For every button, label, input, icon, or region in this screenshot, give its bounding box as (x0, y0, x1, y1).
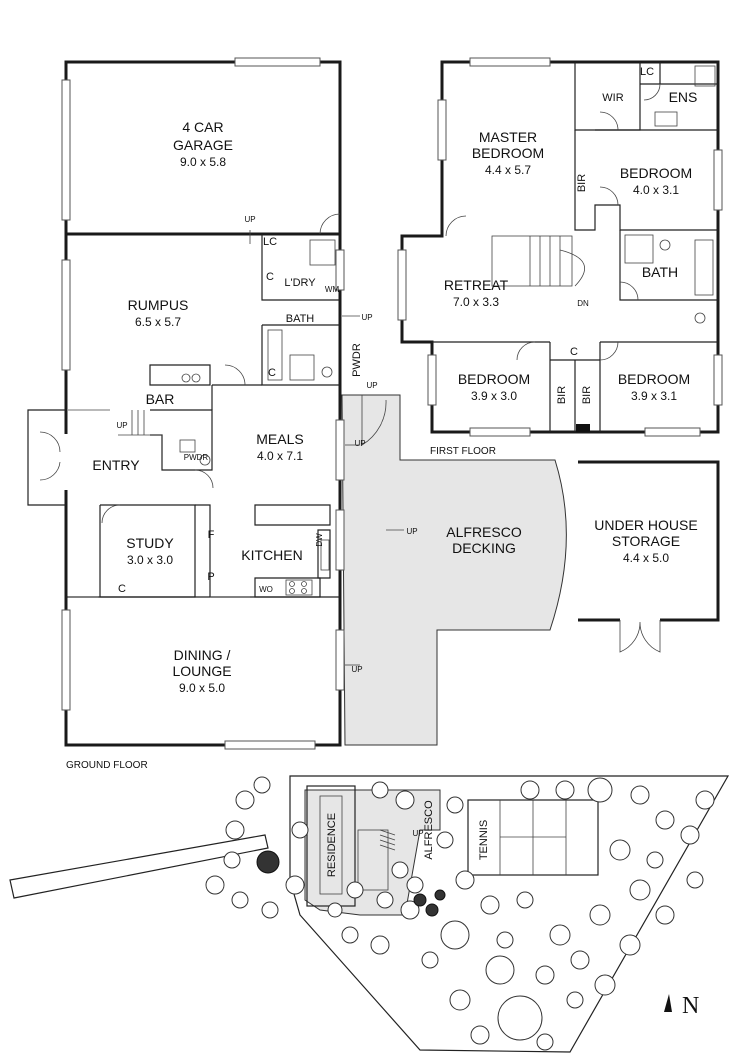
alfresco-deck-area (341, 394, 567, 746)
hall-cupboard-label: C (570, 346, 578, 358)
rumpus-label: RUMPUS (128, 297, 189, 313)
dining-dims: 9.0 x 5.0 (179, 681, 225, 695)
bedroom1-dims: 4.0 x 3.1 (633, 183, 679, 197)
first-floor-label: FIRST FLOOR (430, 446, 496, 457)
stairs-down-label: DN (577, 299, 589, 308)
entry-up-label: UP (116, 421, 127, 430)
under-house-storage: UNDER HOUSE STORAGE 4.4 x 5.0 (578, 460, 720, 653)
alfresco-label-line2: DECKING (452, 540, 516, 556)
retreat-dims: 7.0 x 3.3 (453, 295, 499, 309)
garage-up-label: UP (244, 215, 255, 224)
master-label-line1: MASTER (479, 129, 537, 145)
powder-label: PWDR (351, 343, 363, 377)
study-label: STUDY (126, 535, 174, 551)
tennis-label: TENNIS (478, 820, 490, 860)
ensuite-label: ENS (669, 89, 698, 105)
side-up-label: UP (361, 313, 372, 322)
north-arrow: N (664, 993, 699, 1019)
dishwasher-label: DW (315, 533, 324, 547)
first-floor-plan (397, 57, 723, 437)
trees (205, 776, 715, 1051)
lounge-up-label: UP (351, 665, 362, 674)
bedroom3-bir-label: BIR (581, 386, 593, 404)
master-bir-label: BIR (576, 174, 588, 192)
powder-small-label: PWDR (184, 453, 209, 462)
ground-floor-label: GROUND FLOOR (66, 760, 148, 771)
entry-porch (27, 409, 66, 506)
master-label-line2: BEDROOM (472, 145, 544, 161)
linen-cupboard-label: LC (263, 236, 277, 248)
entry-label: ENTRY (92, 457, 140, 473)
pantry-label: P (207, 571, 214, 583)
bedroom3-label: BEDROOM (618, 371, 690, 387)
alfresco-label-line1: ALFRESCO (446, 524, 522, 540)
north-label: N (682, 993, 699, 1019)
site-plan: RESIDENCE ALFRESCO TENNIS UP (9, 775, 730, 1053)
first-floor-labels: MASTER BEDROOM 4.4 x 5.7 WIR ENS LC BEDR… (430, 66, 697, 457)
alfresco-up-label: UP (406, 527, 417, 536)
bedroom2-label: BEDROOM (458, 371, 530, 387)
arrows (68, 230, 360, 666)
dining-label-line1: DINING / (174, 647, 231, 663)
site-up-label: UP (412, 829, 423, 838)
fridge-label: F (208, 529, 215, 541)
ensuite-lc-label: LC (640, 66, 654, 78)
bath-label: BATH (286, 313, 315, 325)
bedroom2-dims: 3.9 x 3.0 (471, 389, 517, 403)
kitchen-label: KITCHEN (241, 547, 302, 563)
bath-cupboard-label: C (268, 367, 276, 379)
ground-floor-labels: 4 CAR GARAGE 9.0 x 5.8 RUMPUS 6.5 x 5.7 … (66, 119, 378, 771)
meals-up-label: UP (354, 439, 365, 448)
bedroom3-dims: 3.9 x 3.1 (631, 389, 677, 403)
bedroom1-label: BEDROOM (620, 165, 692, 181)
storage-label-line1: UNDER HOUSE (594, 517, 697, 533)
driveway (9, 834, 269, 899)
storage-dims: 4.4 x 5.0 (623, 551, 669, 565)
garage-dims: 9.0 x 5.8 (180, 155, 226, 169)
wir-label: WIR (602, 92, 623, 104)
bar-label: BAR (146, 391, 175, 407)
study-cupboard-label: C (118, 583, 126, 595)
ground-floor-plan (27, 57, 567, 750)
rumpus-dims: 6.5 x 5.7 (135, 315, 181, 329)
bath-upstairs-label: BATH (642, 264, 678, 280)
outdoor-labels: ALFRESCO DECKING UP (386, 524, 522, 556)
residence-label: RESIDENCE (326, 813, 338, 877)
deck-up-label: UP (366, 381, 377, 390)
wall-oven-label: WO (259, 585, 273, 594)
study-dims: 3.0 x 3.0 (127, 553, 173, 567)
master-dims: 4.4 x 5.7 (485, 163, 531, 177)
meals-label: MEALS (256, 431, 303, 447)
garage-label-line1: 4 CAR (182, 119, 223, 135)
washing-machine-label: WM (325, 285, 340, 294)
tennis-court (467, 799, 599, 876)
laundry-label: L'DRY (284, 277, 316, 289)
dining-label-line2: LOUNGE (172, 663, 231, 679)
site-alfresco-label: ALFRESCO (423, 800, 435, 860)
cupboard-label: C (266, 271, 274, 283)
retreat-label: RETREAT (444, 277, 509, 293)
meals-dims: 4.0 x 7.1 (257, 449, 303, 463)
garage-label-line2: GARAGE (173, 137, 233, 153)
storage-label-line2: STORAGE (612, 533, 680, 549)
bedroom2-bir-label: BIR (556, 386, 568, 404)
